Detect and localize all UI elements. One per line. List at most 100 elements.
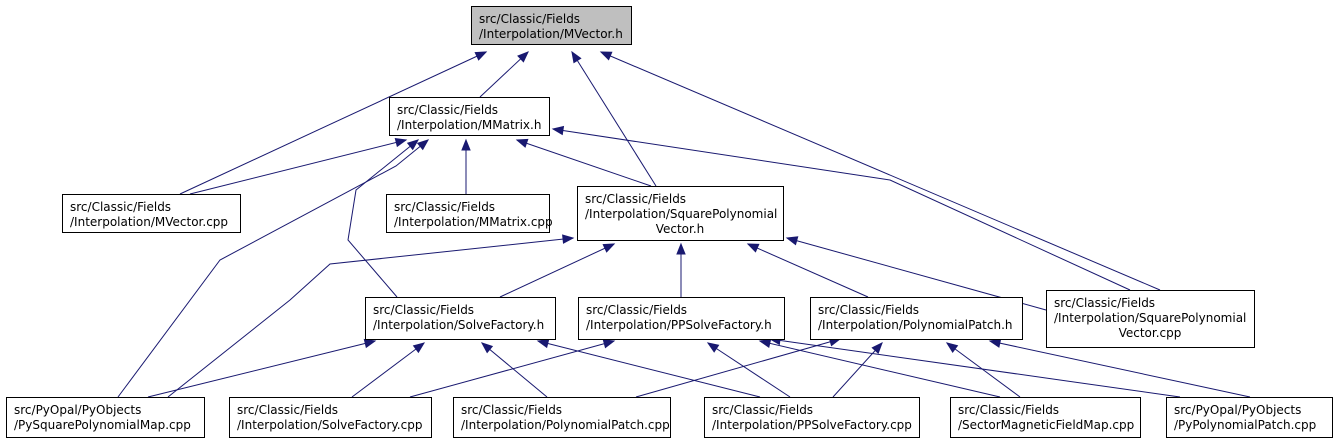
node-ppsolvefactory-h[interactable]: src/Classic/Fields/Interpolation/PPSolve…	[578, 297, 785, 340]
edge-mmatrix_h-to-mvector_h	[479, 51, 529, 98]
edge-ppsolvefactory_cpp-to-polypatch_h	[832, 342, 883, 398]
edge-arrowhead	[706, 342, 720, 353]
node-polypatch-h[interactable]: src/Classic/Fields/Interpolation/Polynom…	[810, 297, 1023, 340]
edge-arrowhead	[758, 338, 772, 349]
node-label-line: src/Classic/Fields	[585, 192, 686, 206]
edge-mvector_cpp-to-mmatrix_h	[189, 137, 408, 195]
node-sqpv-h[interactable]: src/Classic/Fields/Interpolation/SquareP…	[577, 186, 784, 241]
edge-arrowhead	[562, 234, 575, 244]
edge-arrowhead	[551, 125, 565, 136]
node-label-line: /Interpolation/PolynomialPatch.h	[818, 318, 1013, 332]
edge-line	[635, 338, 841, 398]
edge-arrowhead	[785, 236, 799, 246]
node-label-line: src/PyOpal/PyObjects	[1174, 403, 1301, 417]
node-label-line: src/Classic/Fields	[237, 403, 338, 417]
node-label-line: /Interpolation/MMatrix.cpp	[394, 215, 553, 229]
edge-arrowhead	[536, 338, 550, 349]
node-box	[386, 194, 550, 233]
edge-line	[189, 139, 407, 195]
edge-pysqpm_cpp-to-solvefactory_h	[147, 338, 377, 398]
node-pysqpm-cpp[interactable]: src/PyOpal/PyObjects/PySquarePolynomialM…	[6, 397, 205, 438]
edge-arrowhead	[461, 138, 471, 151]
node-box	[62, 194, 241, 233]
node-box	[1046, 290, 1255, 348]
edge-polypatch_cpp-to-polypatch_h	[635, 337, 842, 398]
edge-arrowhead	[571, 50, 582, 64]
edge-sectormag_cpp-to-polypatch_h	[945, 342, 1021, 398]
edge-solvefactory_cpp-to-solvefactory_h	[351, 342, 426, 398]
edge-ppsolvefactory_cpp-to-solvefactory_h	[536, 338, 761, 398]
edge-polypatch_cpp-to-solvefactory_h	[480, 342, 548, 398]
node-label-line: /Interpolation/SquarePolynomial	[1054, 311, 1246, 325]
node-mvector-cpp[interactable]: src/Classic/Fields/Interpolation/MVector…	[62, 194, 241, 233]
node-box	[1166, 397, 1333, 438]
edge-line	[147, 340, 376, 398]
edge-line	[516, 139, 652, 187]
edge-arrowhead	[363, 338, 377, 349]
node-label-line: src/Classic/Fields	[394, 200, 495, 214]
edge-line	[499, 243, 615, 298]
node-label-line: /Interpolation/MVector.h	[479, 27, 623, 41]
node-label-line: src/Classic/Fields	[818, 303, 919, 317]
edge-ppsolvefactory_h-to-sqpv_h	[676, 242, 686, 297]
node-label-line: src/Classic/Fields	[586, 303, 687, 317]
edge-solvefactory_h-to-mmatrix_h	[347, 139, 420, 298]
edge-line	[479, 51, 529, 98]
edge-line	[347, 139, 419, 298]
edge-ppsolvefactory_cpp-to-ppsolvefactory_h	[706, 342, 791, 398]
edge-line	[600, 51, 1161, 291]
node-label-line: /Interpolation/SolveFactory.cpp	[237, 418, 422, 432]
edge-sqpv_h-to-mmatrix_h	[515, 138, 652, 187]
node-ppsolvefactory-cpp[interactable]: src/Classic/Fields/Interpolation/PPSolve…	[704, 397, 920, 438]
edge-polypatch_h-to-sqpv_h	[746, 243, 869, 298]
edge-arrowhead	[988, 338, 1002, 348]
edge-line	[571, 51, 657, 187]
node-label-line: src/Classic/Fields	[1054, 296, 1155, 310]
node-pypolypatch-cpp[interactable]: src/PyOpal/PyObjects/PyPolynomialPatch.c…	[1166, 397, 1333, 438]
edge-pysqpm_cpp-to-mmatrix_h	[117, 139, 430, 398]
node-mvector-h[interactable]: src/Classic/Fields/Interpolation/MVector…	[471, 6, 632, 45]
node-mmatrix-cpp[interactable]: src/Classic/Fields/Interpolation/MMatrix…	[386, 194, 553, 233]
edge-solvefactory_h-to-sqpv_h	[499, 243, 616, 298]
edge-arrowhead	[406, 139, 420, 151]
node-box	[471, 6, 632, 45]
node-label-line: src/Classic/Fields	[958, 403, 1059, 417]
node-label-line: Vector.cpp	[1119, 326, 1182, 340]
node-sqpv-cpp[interactable]: src/Classic/Fields/Interpolation/SquareP…	[1046, 290, 1255, 348]
node-mmatrix-h[interactable]: src/Classic/Fields/Interpolation/MMatrix…	[389, 97, 550, 136]
node-label-line: src/Classic/Fields	[397, 103, 498, 117]
edge-line	[481, 342, 548, 398]
edge-mmatrix_cpp-to-mmatrix_h	[461, 138, 471, 194]
node-label-line: /SectorMagneticFieldMap.cpp	[958, 418, 1134, 432]
node-label-line: src/Classic/Fields	[712, 403, 813, 417]
node-label-line: Vector.h	[656, 222, 705, 236]
edge-line	[167, 237, 574, 398]
edge-arrowhead	[602, 339, 616, 349]
edge-line	[552, 128, 1131, 291]
edge-arrowhead	[676, 242, 686, 255]
node-label-line: src/Classic/Fields	[461, 403, 562, 417]
node-label-line: /Interpolation/SolveFactory.h	[373, 318, 544, 332]
node-sectormag-cpp[interactable]: src/Classic/Fields/SectorMagneticFieldMa…	[950, 397, 1141, 438]
node-box	[365, 297, 556, 340]
edge-arrowhead	[945, 342, 959, 354]
edge-arrowhead	[394, 137, 408, 148]
edge-arrowhead	[412, 342, 426, 354]
node-solvefactory-h[interactable]: src/Classic/Fields/Interpolation/SolveFa…	[365, 297, 556, 340]
edge-arrowhead	[517, 51, 529, 63]
edge-line	[117, 139, 429, 398]
edge-line	[537, 340, 761, 398]
edge-line	[747, 243, 869, 298]
node-label-line: /Interpolation/PPSolveFactory.cpp	[712, 418, 912, 432]
node-box	[6, 397, 205, 438]
node-box	[578, 297, 785, 340]
node-box	[229, 397, 432, 438]
edge-line	[832, 342, 883, 398]
node-box	[389, 97, 550, 136]
node-solvefactory-cpp[interactable]: src/Classic/Fields/Interpolation/SolveFa…	[229, 397, 432, 438]
edge-sqpv_cpp-to-mvector_h	[599, 51, 1161, 291]
node-polypatch-cpp[interactable]: src/Classic/Fields/Interpolation/Polynom…	[453, 397, 671, 438]
nodes-layer: src/Classic/Fields/Interpolation/MVector…	[6, 6, 1333, 438]
node-label-line: /Interpolation/PPSolveFactory.h	[586, 318, 772, 332]
